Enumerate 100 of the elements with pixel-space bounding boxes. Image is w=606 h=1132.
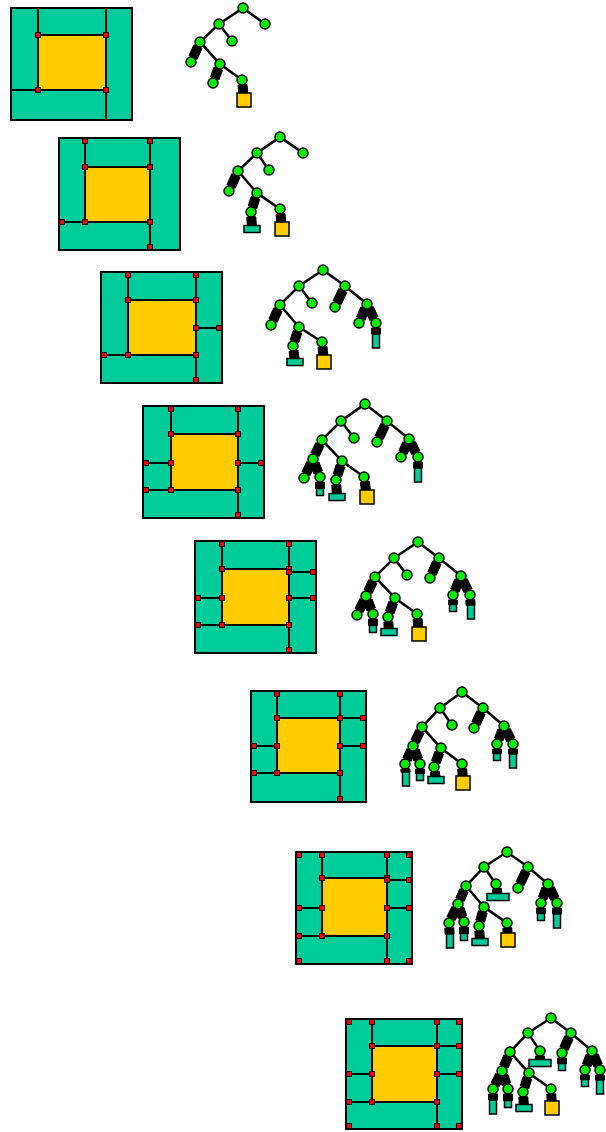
tree-node [487, 1083, 499, 1095]
tree-node [452, 898, 464, 910]
tree-node [456, 686, 468, 698]
tree-edge [240, 155, 255, 169]
tree-node [245, 206, 257, 218]
tree-node [274, 131, 286, 143]
thick-tree-edge [374, 423, 390, 440]
leaf-block [459, 932, 469, 942]
tree-node [287, 340, 299, 352]
thick-tree-edge [289, 329, 303, 344]
tree-node [556, 1047, 568, 1059]
thick-tree-edge [406, 440, 421, 456]
thick-tree-edge [471, 710, 486, 726]
tree-edge [485, 870, 495, 881]
tree-node [477, 702, 489, 714]
leaf-block [328, 492, 346, 502]
thick-tree-edge [410, 729, 425, 744]
tree-node [496, 1065, 508, 1077]
tree-edge [240, 173, 255, 191]
tree-edge [532, 1074, 548, 1088]
tree-node [358, 471, 370, 483]
tree-edge [344, 405, 362, 420]
tree-edge [260, 138, 277, 152]
thick-tree-edge [519, 1075, 533, 1090]
leaf-block [286, 357, 304, 367]
leaf-block [486, 892, 510, 902]
thick-tree-edge [475, 910, 488, 923]
leaf-block [515, 1103, 533, 1113]
tree-node [501, 917, 513, 929]
tree-edge [441, 711, 451, 722]
thick-tree-edge [310, 442, 325, 457]
tree-edge [202, 44, 218, 62]
tree-edge [260, 194, 277, 208]
leaf-block [544, 1100, 560, 1116]
tree-node [316, 336, 328, 348]
tree-node [428, 761, 440, 773]
tree-edge [444, 750, 459, 762]
tree-node [498, 720, 510, 732]
tree-node [371, 436, 383, 448]
tree-node [407, 740, 419, 752]
tree-edge [468, 869, 482, 884]
leaf-block [448, 603, 458, 613]
tree-edge [283, 138, 300, 152]
leaf-block [503, 1099, 513, 1109]
leaf-block [243, 224, 261, 234]
tree-edge [398, 599, 414, 613]
tree-edge [396, 561, 405, 572]
tree-edge [301, 289, 310, 300]
tree-node [226, 35, 238, 47]
tree-node [507, 738, 519, 750]
thick-tree-edge [364, 306, 379, 321]
leaf-block [500, 932, 516, 948]
tree-node [412, 451, 424, 463]
thick-tree-edge [385, 600, 398, 615]
tree-node [213, 18, 225, 30]
tree-node [353, 317, 365, 329]
tree-node [381, 415, 393, 427]
leaf-block [315, 487, 325, 497]
tree-node [435, 742, 447, 754]
tree-node [545, 1083, 557, 1095]
tree-node [330, 474, 342, 486]
tree-node [298, 472, 310, 484]
leaf-block [368, 624, 378, 634]
tree-node [424, 572, 436, 584]
tree-edge [529, 1036, 539, 1048]
tree-node [361, 298, 373, 310]
tree-node [473, 920, 485, 932]
leaf-block [580, 1078, 590, 1088]
tree-node [382, 611, 394, 623]
tree-node [414, 758, 426, 770]
tree-edge [574, 1035, 589, 1049]
tree-edge [468, 889, 482, 904]
tree-node [412, 536, 424, 548]
tree-edge [223, 65, 239, 79]
tree-node [185, 56, 197, 68]
tree-node [565, 1027, 577, 1039]
tree-node [237, 2, 249, 14]
tree-node [370, 317, 382, 329]
tree-edge [221, 27, 230, 38]
tree-node [468, 722, 480, 734]
tree-node [501, 846, 513, 858]
thick-tree-edge [431, 750, 444, 765]
tree-edge [343, 424, 352, 435]
tree-node [456, 758, 468, 770]
leaf-block [595, 1079, 605, 1095]
tree-node [223, 185, 235, 197]
tree-node [491, 738, 503, 750]
tree-node [274, 299, 286, 311]
leaf-block [411, 626, 427, 642]
tree-edge [531, 1019, 548, 1032]
tree-edge [510, 853, 525, 866]
tree-node [502, 1083, 514, 1095]
tree-edge [424, 710, 438, 725]
tree-node [446, 719, 458, 731]
leaf-block [401, 771, 411, 787]
tree-node [293, 280, 305, 292]
tree-node [293, 321, 305, 333]
tree-node [335, 415, 347, 427]
tree-node [236, 74, 248, 86]
tree-node [274, 203, 286, 215]
